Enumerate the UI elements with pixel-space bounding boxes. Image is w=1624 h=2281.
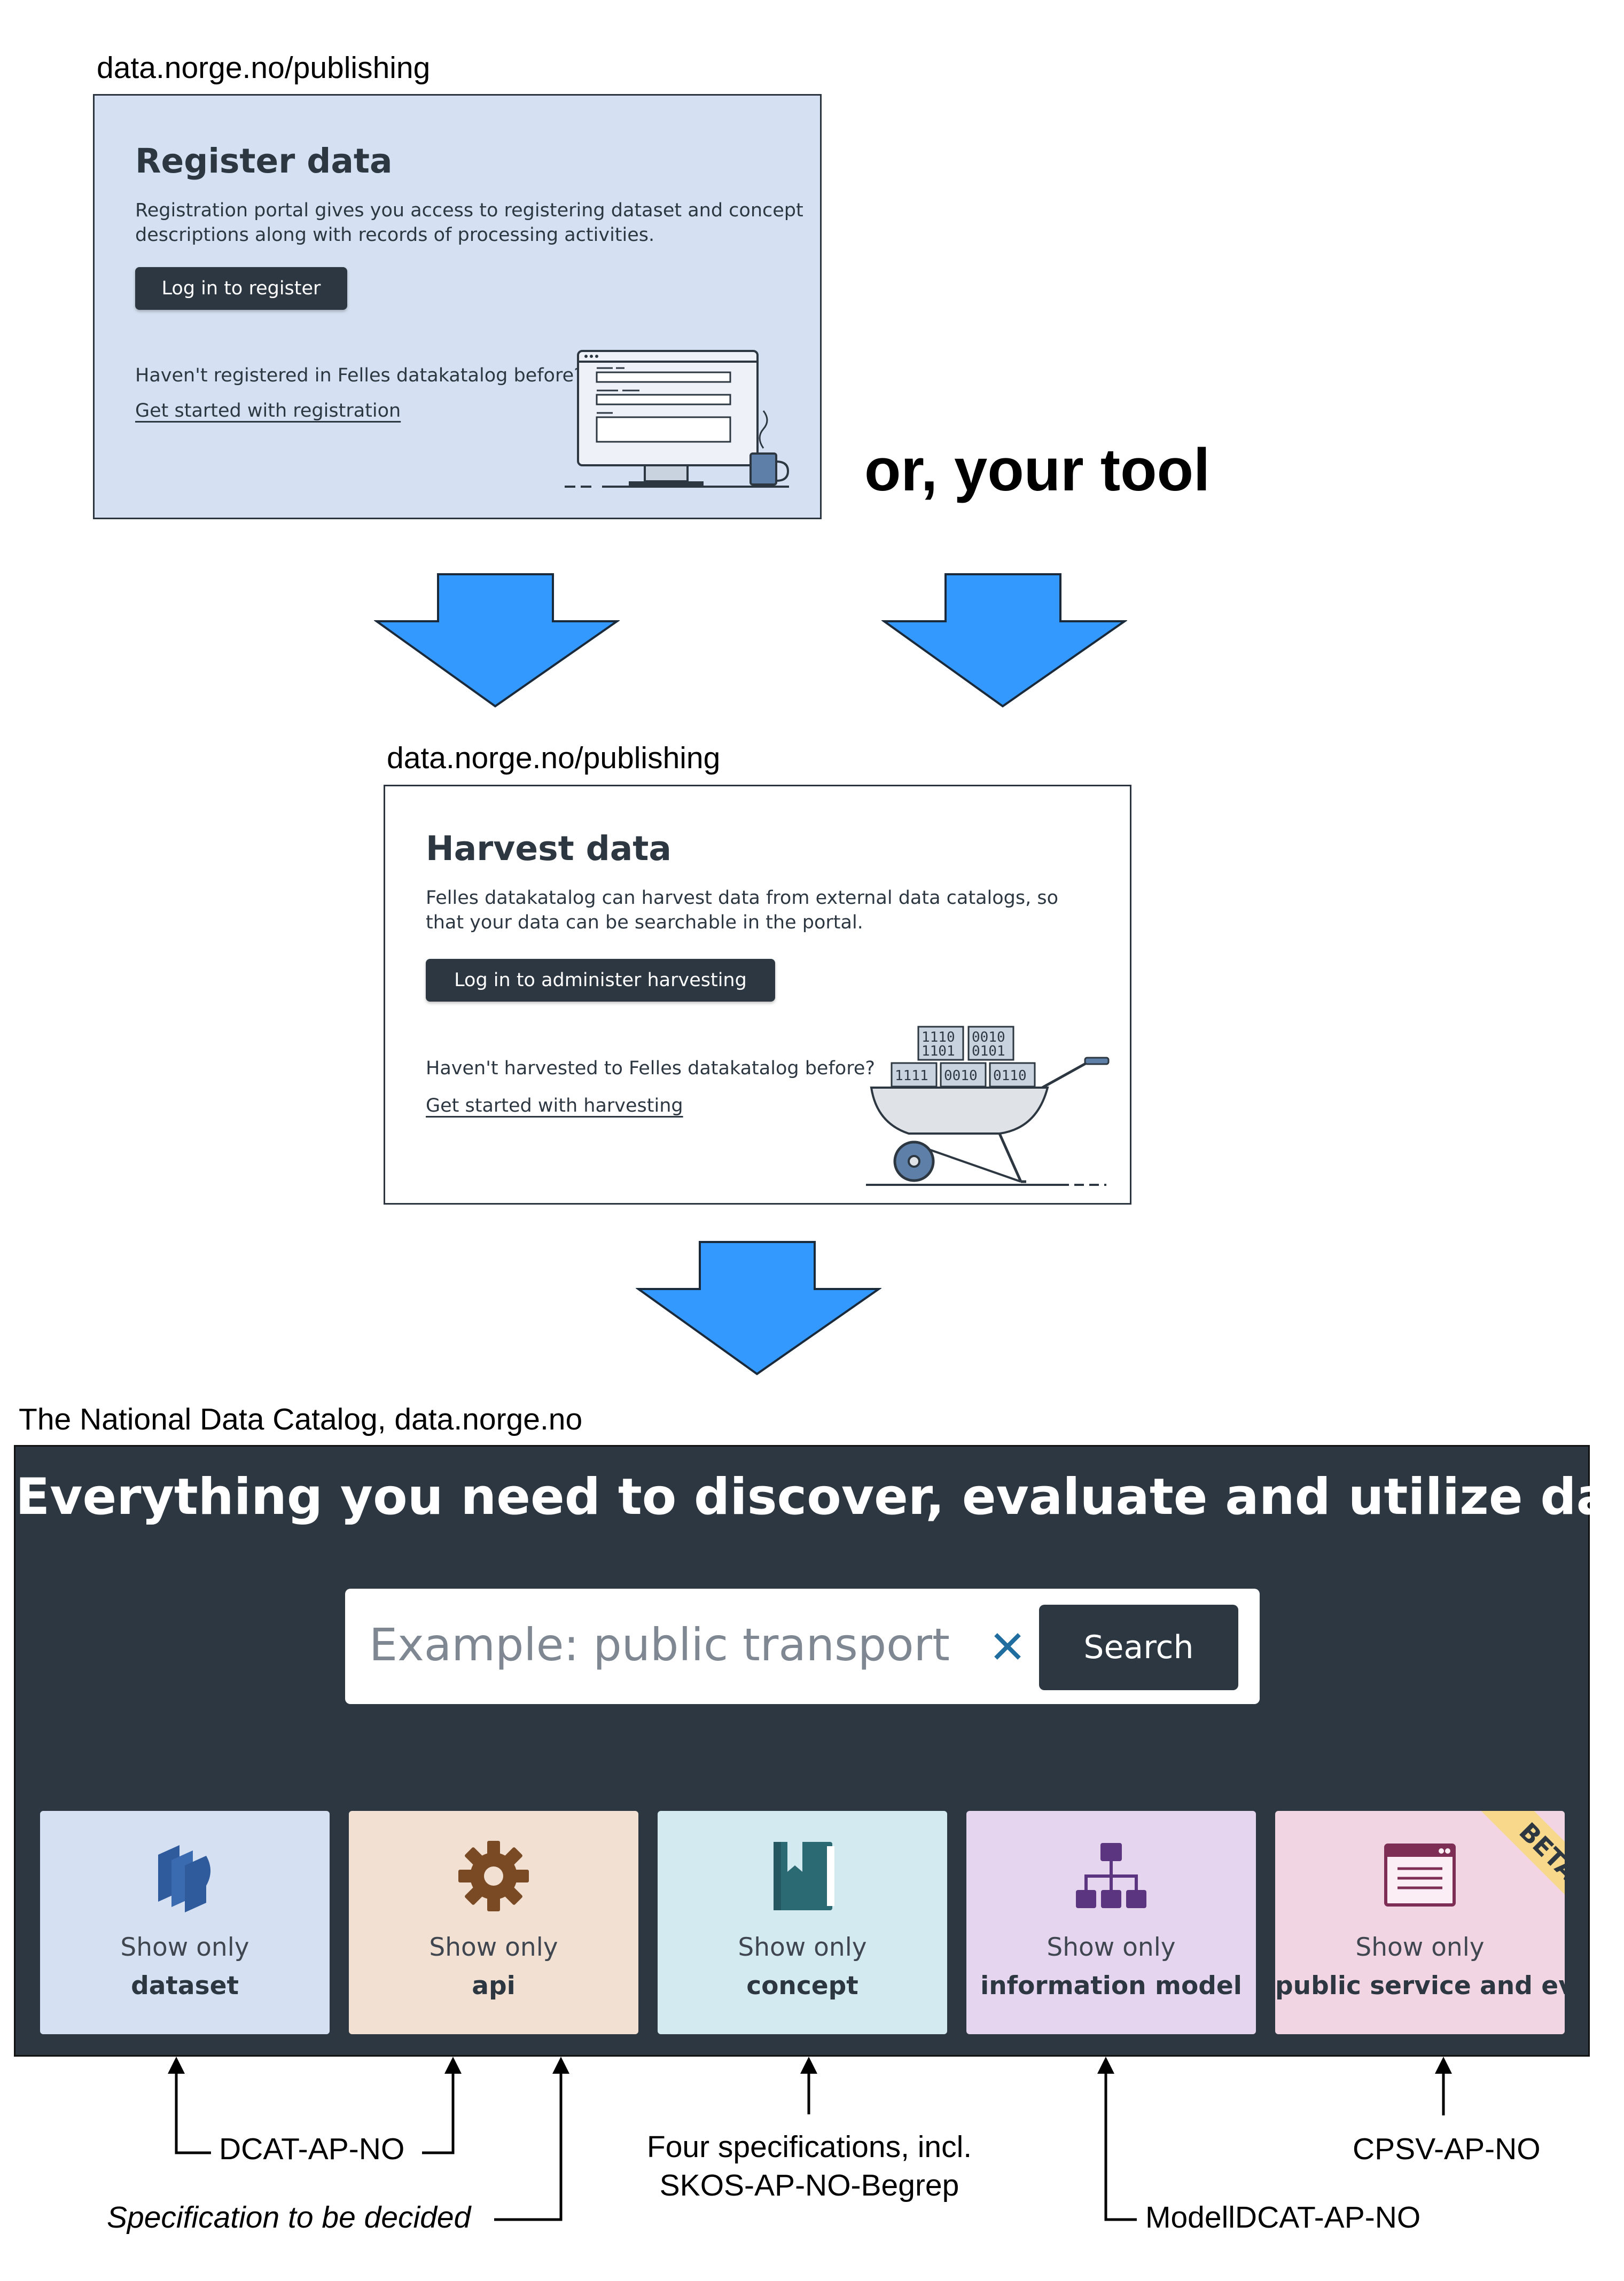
log-in-to-register-button[interactable]: Log in to register xyxy=(135,267,347,310)
dataset-stack-icon xyxy=(158,1845,210,1912)
get-started-harvesting-link[interactable]: Get started with harvesting xyxy=(426,1095,683,1116)
national-data-catalog-banner: Everything you need to discover, evaluat… xyxy=(14,1445,1624,2057)
hierarchy-icon xyxy=(1076,1843,1146,1908)
tile-public-service-line1: Show only xyxy=(1355,1933,1485,1962)
harvest-description-line1: Felles datakatalog can harvest data from… xyxy=(426,887,1059,909)
show-only-information-model-tile[interactable]: Show only information model xyxy=(966,1811,1256,2034)
annotation-specification-to-be-decided: Specification to be decided xyxy=(107,2200,471,2235)
tile-api-line2: api xyxy=(472,1971,516,2001)
show-only-public-service-tile[interactable]: BETA Show only public service and event xyxy=(1275,1811,1565,2034)
harvest-description-line2: that your data can be searchable in the … xyxy=(426,912,863,933)
binary-block-0010: 0010 xyxy=(972,1029,1005,1045)
register-data-card: Register data Registration portal gives … xyxy=(93,94,822,519)
register-url-label: data.norge.no/publishing xyxy=(97,51,431,85)
register-description-line1: Registration portal gives you access to … xyxy=(135,200,803,221)
register-description-line2: descriptions along with records of proce… xyxy=(135,224,655,246)
register-note: Haven't registered in Felles datakatalog… xyxy=(135,365,584,386)
tile-api-line1: Show only xyxy=(429,1933,558,1962)
gear-icon xyxy=(458,1841,529,1911)
binary-block-1101: 1101 xyxy=(922,1043,955,1059)
service-window-icon xyxy=(1384,1843,1456,1907)
annotation-skos: Four specifications, incl. SKOS-AP-NO-Be… xyxy=(636,2128,983,2205)
book-icon xyxy=(774,1842,834,1910)
show-only-dataset-tile[interactable]: Show only dataset xyxy=(40,1811,330,2034)
binary-block-0101: 0101 xyxy=(972,1043,1005,1059)
flow-arrow-down-center xyxy=(636,1241,881,1376)
search-button[interactable]: Search xyxy=(1039,1605,1238,1690)
show-only-api-tile[interactable]: Show only api xyxy=(349,1811,638,2034)
search-input[interactable]: Example: public transport xyxy=(369,1619,950,1671)
tile-information-model-line2: information model xyxy=(980,1971,1242,2001)
harvest-note: Haven't harvested to Felles datakatalog … xyxy=(426,1058,875,1079)
binary-block-1111: 1111 xyxy=(895,1068,928,1084)
catalog-url-label: The National Data Catalog, data.norge.no xyxy=(19,1402,583,1436)
close-icon[interactable] xyxy=(988,1627,1027,1666)
register-description: Registration portal gives you access to … xyxy=(135,198,803,247)
tile-dataset-line1: Show only xyxy=(120,1933,249,1962)
register-title: Register data xyxy=(135,142,393,181)
harvest-data-card: Harvest data Felles datakatalog can harv… xyxy=(384,785,1131,1205)
wheelbarrow-binary-illustration: 1110 1101 0010 0101 1111 0010 0110 xyxy=(866,1026,1110,1186)
binary-block-1110: 1110 xyxy=(922,1029,955,1045)
flow-arrow-down-left xyxy=(374,573,620,708)
hero-title: Everything you need to discover, evaluat… xyxy=(15,1468,1624,1526)
search-bar: Example: public transport Search xyxy=(345,1589,1260,1704)
annotation-connectors xyxy=(168,2057,1452,2221)
annotation-modelldcat-ap-no: ModellDCAT-AP-NO xyxy=(1145,2200,1421,2235)
log-in-to-administer-harvesting-button[interactable]: Log in to administer harvesting xyxy=(426,959,775,1002)
tile-information-model-line1: Show only xyxy=(1047,1933,1176,1962)
annotation-skos-line2: SKOS-AP-NO-Begrep xyxy=(659,2168,959,2202)
binary-block-0110: 0110 xyxy=(993,1068,1027,1084)
or-your-tool-label: or, your tool xyxy=(864,436,1211,503)
tile-dataset-line2: dataset xyxy=(131,1971,239,2001)
tile-concept-line1: Show only xyxy=(738,1933,867,1962)
tile-concept-line2: concept xyxy=(746,1971,858,2001)
harvest-title: Harvest data xyxy=(426,829,672,868)
get-started-registration-link[interactable]: Get started with registration xyxy=(135,400,401,421)
flow-arrow-down-right xyxy=(881,573,1127,708)
computer-form-illustration xyxy=(565,350,790,488)
annotation-dcat-ap-no: DCAT-AP-NO xyxy=(219,2132,405,2166)
annotation-cpsv-ap-no: CPSV-AP-NO xyxy=(1353,2132,1541,2166)
show-only-concept-tile[interactable]: Show only concept xyxy=(658,1811,947,2034)
binary-block-0010-b: 0010 xyxy=(944,1068,978,1084)
annotation-skos-line1: Four specifications, incl. xyxy=(646,2130,972,2164)
harvest-url-label: data.norge.no/publishing xyxy=(387,741,721,775)
harvest-description: Felles datakatalog can harvest data from… xyxy=(426,886,1058,935)
tile-public-service-line2: public service and event xyxy=(1275,1971,1565,2001)
